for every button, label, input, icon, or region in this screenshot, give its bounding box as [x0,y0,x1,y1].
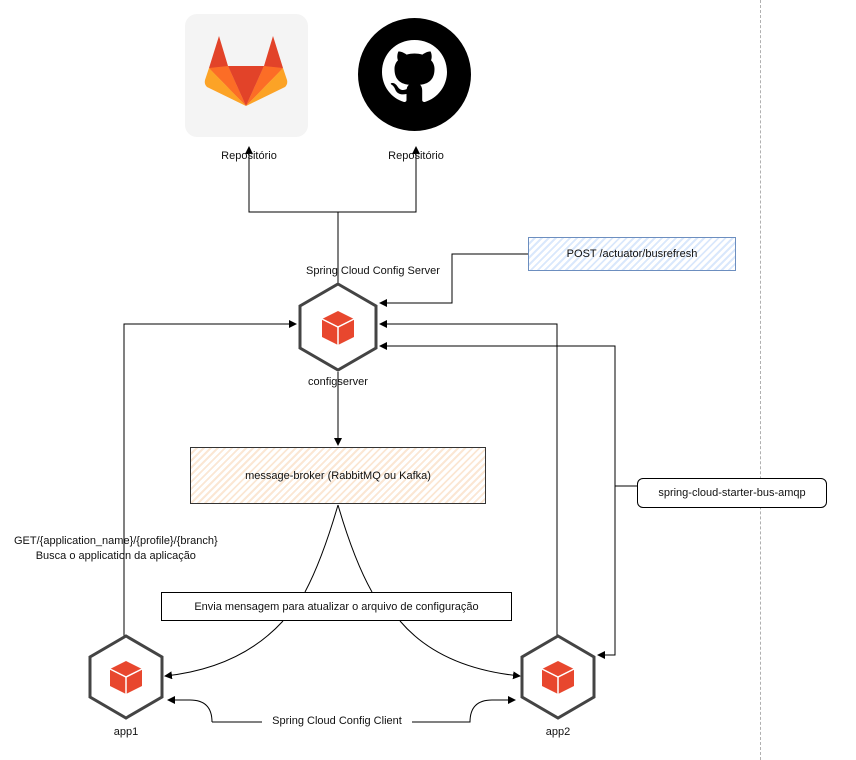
connector-post-to-server [379,253,528,307]
connector-broker-to-app2 [399,620,521,680]
config-server-name: configserver [308,376,368,388]
bus-dependency-label: spring-cloud-starter-bus-amqp [658,487,806,499]
bus-dependency-box[interactable]: spring-cloud-starter-bus-amqp [637,478,827,508]
repository-label-gitlab: Repositório [221,150,277,162]
spring-node-icon [520,634,596,720]
spring-node-icon [88,634,164,720]
client-link-label: Spring Cloud Config Client [268,715,406,727]
spring-node-icon [298,282,378,372]
message-broker-box[interactable]: message-broker (RabbitMQ ou Kafka) [190,447,486,504]
app2-name: app2 [545,726,571,738]
get-request-line2: Busca o application da aplicação [35,550,196,562]
repository-label-github: Repositório [388,150,444,162]
get-request-line1: GET/{application_name}/{profile}/{branch… [14,535,218,547]
connector-bus-to-app2 [597,486,616,659]
connector-app2-to-server [379,320,558,637]
refresh-endpoint-box[interactable]: POST /actuator/busrefresh [528,237,736,271]
connector-server-repo-github [338,146,420,213]
gitlab-icon [185,14,308,137]
message-broker-label: message-broker (RabbitMQ ou Kafka) [245,469,431,482]
connector-server-repo-gitlab [245,146,339,283]
broker-message-label: Envia mensagem para atualizar o arquivo … [194,600,479,613]
connector-app1-app2 [167,696,213,723]
refresh-endpoint-label: POST /actuator/busrefresh [566,248,698,260]
connector-bus-to-server [379,342,616,486]
broker-message-box[interactable]: Envia mensagem para atualizar o arquivo … [161,592,512,621]
connector-broker-to-app1 [164,620,284,680]
github-icon [358,18,471,131]
page-divider [760,0,761,760]
app1-node[interactable] [86,633,166,721]
get-request-text: GET/{application_name}/{profile}/{branch… [14,534,218,564]
connector-broker-curve-b [337,504,373,593]
connector-app1-to-server [123,320,297,637]
connector-broker-curve-a [304,504,339,593]
app1-name: app1 [113,726,139,738]
config-server-node[interactable] [296,281,380,373]
app2-node[interactable] [518,633,598,721]
config-server-title: Spring Cloud Config Server [306,265,440,277]
